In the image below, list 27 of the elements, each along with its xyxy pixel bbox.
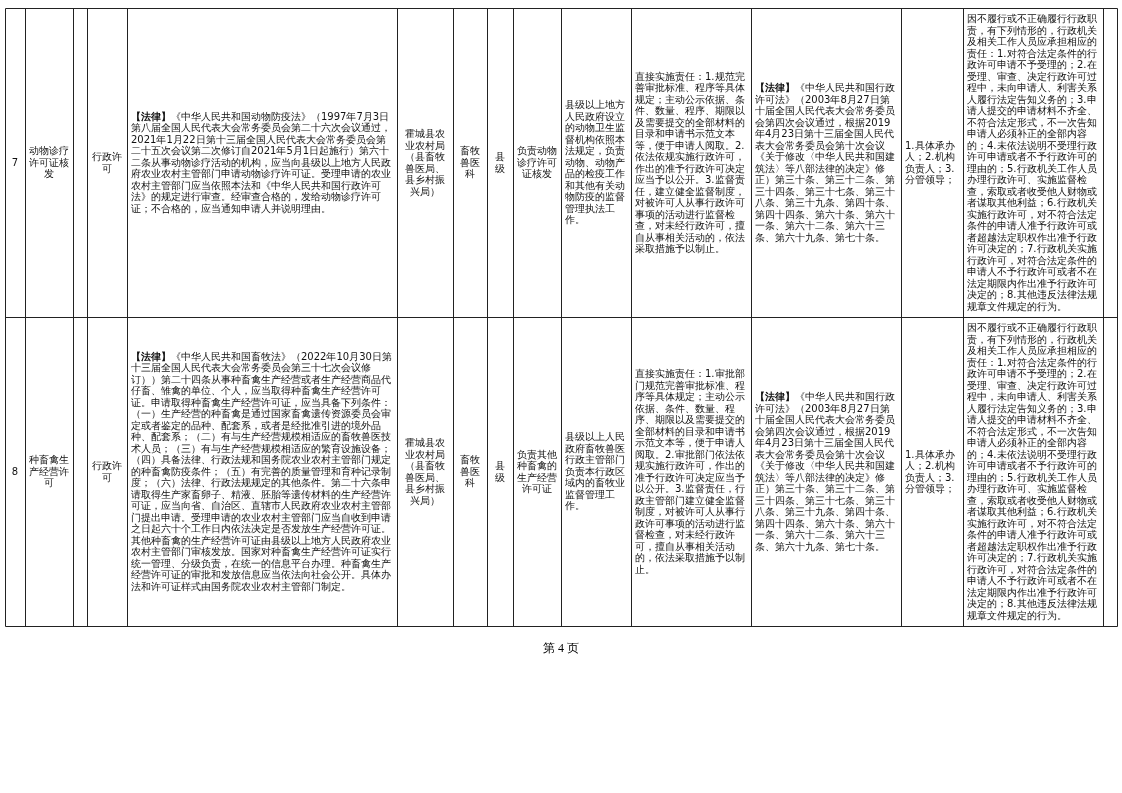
table-cell-text: 直接实施责任：1.审批部门规范完善审批标准、程序等具体规定；主动公示依据、条件、数量、程序、期限以及需要提交的全部材料的目录和申请书示范文本等，便于申请人阅取。2.审批部门依法依规实施行政许可，作出的准予行政许可决定应当予以公开。3.监督责任，行政主管部门建立健全监督制度，对被许可人从事行政许可事项的活动进行监督检查，对未经行政许可，擅自从事相关活动的，依法采取措施予以制止。 xyxy=(635,368,746,575)
table-cell-text: 县级 xyxy=(494,460,506,483)
table-cell-text: 畜牧兽医科 xyxy=(459,145,481,180)
table-cell: 种畜禽生产经营许可 xyxy=(29,454,69,489)
table-cell-text: 【法律】《中华人民共和国行政许可法》（2003年8月27日第十届全国人民代表大会常务委员会第四次会议通过，根据2019年4月23日第十三届全国人民代表大会常务委员会第十次会议《关于修改〈中华人民共和国建筑法〉等八部法律的决定》修正）第三十条、第三十二条、第三十四条、第三十七条、第三十八条、第三十九条、第四十条、第四十四条、第六十条、第六十一条、第六十二条、第六十三条、第六十九条、第七十条。 xyxy=(755,391,896,552)
table-cell-text: 直接实施责任：1.规范完善审批标准、程序等具体规定；主动公示依据、条件、数量、程序、期限以及需要提交的全部材料的目录和申请书示范文本等，便于申请人阅取。2.依法依规实施行政许可，作出的准予行政许可决定应当予以公开。3.监督责任，建立健全监督制度，对被许可人从事行政许可事项的活动进行监督检查，对未经行政许可，擅自从事相关活动的，依法采取措施予以制止。 xyxy=(635,70,746,255)
table-cell-text: 霍城县农业农村局（县畜牧兽医局、县乡村振兴局） xyxy=(404,128,446,197)
table-cell: 动物诊疗许可证核发 xyxy=(29,145,69,180)
page-number: 第 4 页 xyxy=(542,640,580,657)
table-cell-text: 因不履行或不正确履行行政职责，有下列情形的，行政机关及相关工作人员应承担相应的责任：1.对符合法定条件的行政许可申请不予受理的；2.在受理、审查、决定行政许可过程中，未向申请人、利害关系人履行法定告知义务的；3.申请人提交的申请材料不齐全、不符合法定形式，不一次告知申请人必须补正的全部内容的；4.未依法说明不受理行政许可申请或者不予行政许可的理由的；5.行政机关工作人员办理行政许可、实施监督检查，索取或者收受他人财物或者谋取其他利益；6.行政机关实施行政许可，对不符合法定条件的申请人准予行政许可或者超越法定职权作出准予行政许可决定的；7.行政机关实施行政许可，对符合法定条件的申请人不予行政许可或者不在法定期限内作出准予行政许可决定的；8.其他违反法律法规规章文件规定的行为。 xyxy=(967,13,1098,312)
table-cell-text: 【法律】《中华人民共和国行政许可法》（2003年8月27日第十届全国人民代表大会常务委员会第四次会议通过，根据2019年4月23日第十三届全国人民代表大会常务委员会第十次会议《关于修改〈中华人民共和国建筑法〉等八部法律的决定》修正）第三十条、第三十二条、第三十四条、第三十七条、第三十八条、第三十九条、第四十条、第四十四条、第六十条、第六十一条、第六十二条、第六十三条、第六十九条、第七十条。 xyxy=(755,82,896,243)
table-cell: 【法律】《中华人民共和国畜牧法》（2022年10月30日第十三届全国人民代表大会常务委员会第三十七次会议修订））第二十四条从事种畜禽生产经营或者生产经营商品代仔畜、雏禽的单位、个人，应当取得种畜禽生产经营许可证。申请取得种畜禽生产经营许可证，应当具备下列条件：（一）生产经营的种畜禽是通过国家畜禽遗传资源委员会审定或者鉴定的品种、配套系，或者是经批准引进的境外品种、配套系；（二）有与生产经营规模相适应的畜牧兽医技术人员；（三）有与生产经营规模相适应的繁育设施设备；（四）具备法律、行政法规和国务院农业农村主管部门规定的种畜禽防疫条件；（五）有完善的质量管理和育种记录制度；（六）法律、行政法规规定的其他条件。第二十六条申请取得生产家畜卵子、精液、胚胎等遗传材料的生产经营许可证，应当向省、自治区、直辖市人民政府农业农村主管部门提出申请。受理申请的农业农村主管部门应当自收到申请之日起六十个工作日内依法决定是否发放生产经营许可证。其他种畜禽的生产经营许可证由县级以上地方人民政府农业农村主管部门审核发放。国家对种畜禽生产经营许可证实行统一管理、分级负责，在统一的信息平台办理。种畜禽生产经营许可证的审批和发放信息应当依法向社会公开。具体办法和许可证样式由国务院农业农村主管部门制定。 xyxy=(131,350,393,593)
table-cell: 行政许可 xyxy=(91,460,123,483)
table-cell-text: 县级以上地方人民政府设立的动物卫生监督机构依照本法规定，负责动物、动物产品的检疫工作和其他有关动物防疫的监督管理执法工作。 xyxy=(565,99,626,226)
table-cell: 负责动物诊疗许可证核发 xyxy=(517,145,557,180)
table-cell-text: 1.具体承办人；2.机构负责人；3.分管领导； xyxy=(905,448,956,495)
table-cell: 8 xyxy=(11,465,19,478)
table-cell: 7 xyxy=(11,156,19,169)
table-cell-text: 霍城县农业农村局（县畜牧兽医局、县乡村振兴局） xyxy=(404,437,446,506)
table-cell-text: 1.具体承办人；2.机构负责人；3.分管领导； xyxy=(905,139,956,186)
table-cell: 负责其他种畜禽的生产经营许可证 xyxy=(517,448,557,495)
table-cell-text: 畜牧兽医科 xyxy=(459,454,481,489)
table-cell-text: 县级以上人民政府畜牧兽医行政主管部门负责本行政区域内的畜牧业监督管理工作。 xyxy=(565,431,626,512)
table-cell-text: 【法律】《中华人民共和国动物防疫法》（1997年7月3日第八届全国人民代表大会常务委员会第二十六次会议通过，2021年1月22日第十三届全国人民代表大会常务委员会第二十五次会议第二次修订自2021年5月1日起施行）第六十二条从事动物诊疗活动的机构，应当向县级以上地方人民政府农业农村主管部门申请动物诊疗许可证。受理申请的农业农村主管部门应当依照本法和《中华人民共和国行政许可法》的规定进行审查。经审查合格的，发给动物诊疗许可证；不合格的，应当通知申请人并说明理由。 xyxy=(131,110,392,215)
table-cell-text: 县级 xyxy=(494,151,506,174)
table-cell: 行政许可 xyxy=(91,151,123,174)
table-cell-text: 因不履行或不正确履行行政职责，有下列情形的，行政机关及相关工作人员应承担相应的责任：1.对符合法定条件的行政许可申请不予受理的；2.在受理、审查、决定行政许可过程中，未向申请人、利害关系人履行法定告知义务的；3.申请人提交的申请材料不齐全、不符合法定形式，不一次告知申请人必须补正的全部内容的；4.未依法说明不受理行政许可申请或者不予行政许可的理由的；5.行政机关工作人员办理行政许可、实施监督检查，索取或者收受他人财物或者谋取其他利益；6.行政机关实施行政许可，对不符合法定条件的申请人准予行政许可或者超越法定职权作出准予行政许可决定的；7.行政机关实施行政许可，对符合法定条件的申请人不予行政许可或者不在法定期限内作出准予行政许可决定的；8.其他违反法律法规规章文件规定的行为。 xyxy=(967,322,1098,621)
